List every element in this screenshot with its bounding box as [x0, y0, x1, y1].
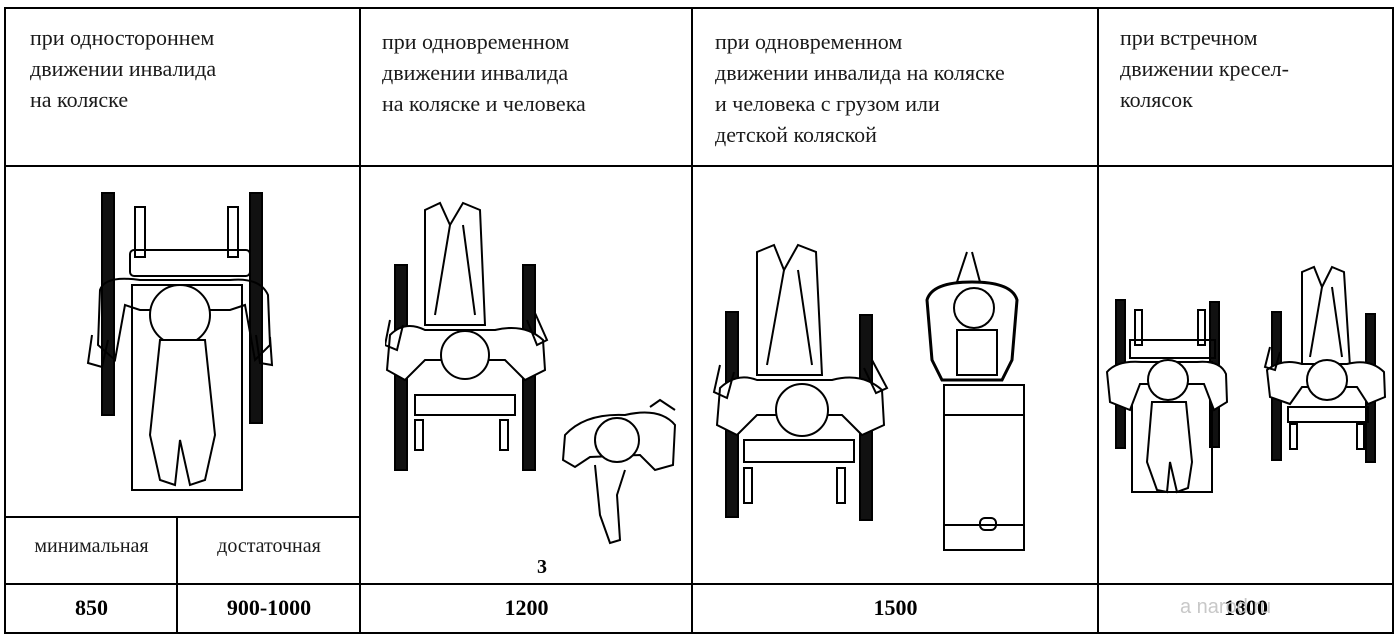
- header-wheelchair-and-cargo: при одновременном движении инвалида на к…: [715, 29, 1005, 147]
- header-wheelchair-and-person: при одновременном движении инвалида на к…: [382, 29, 586, 116]
- wheelchair-and-pedestrian-figure: [385, 201, 677, 545]
- width-sufficient: 900-1000: [226, 595, 312, 620]
- label-sufficient: достаточная: [217, 535, 321, 557]
- figure-label: 3: [537, 556, 547, 578]
- width-wheelchair-and-person: 1200: [504, 595, 549, 620]
- header-oncoming-wheelchairs: при встречном движении кресел- колясок: [1120, 25, 1289, 112]
- width-minimal: 850: [75, 595, 108, 620]
- width-oncoming-wheelchairs: 1800: [1224, 595, 1268, 620]
- wheelchair-user-figure: [86, 192, 274, 491]
- watermark: a narod.ru: [1180, 596, 1272, 618]
- header-one-way: при одностороннем движении инвалида на к…: [30, 25, 217, 112]
- width-wheelchair-and-cargo: 1500: [873, 595, 918, 620]
- oncoming-wheelchairs-figure: [1105, 265, 1387, 494]
- wheelchair-and-stroller-figure: [712, 243, 1025, 551]
- label-minimal: минимальная: [34, 535, 149, 557]
